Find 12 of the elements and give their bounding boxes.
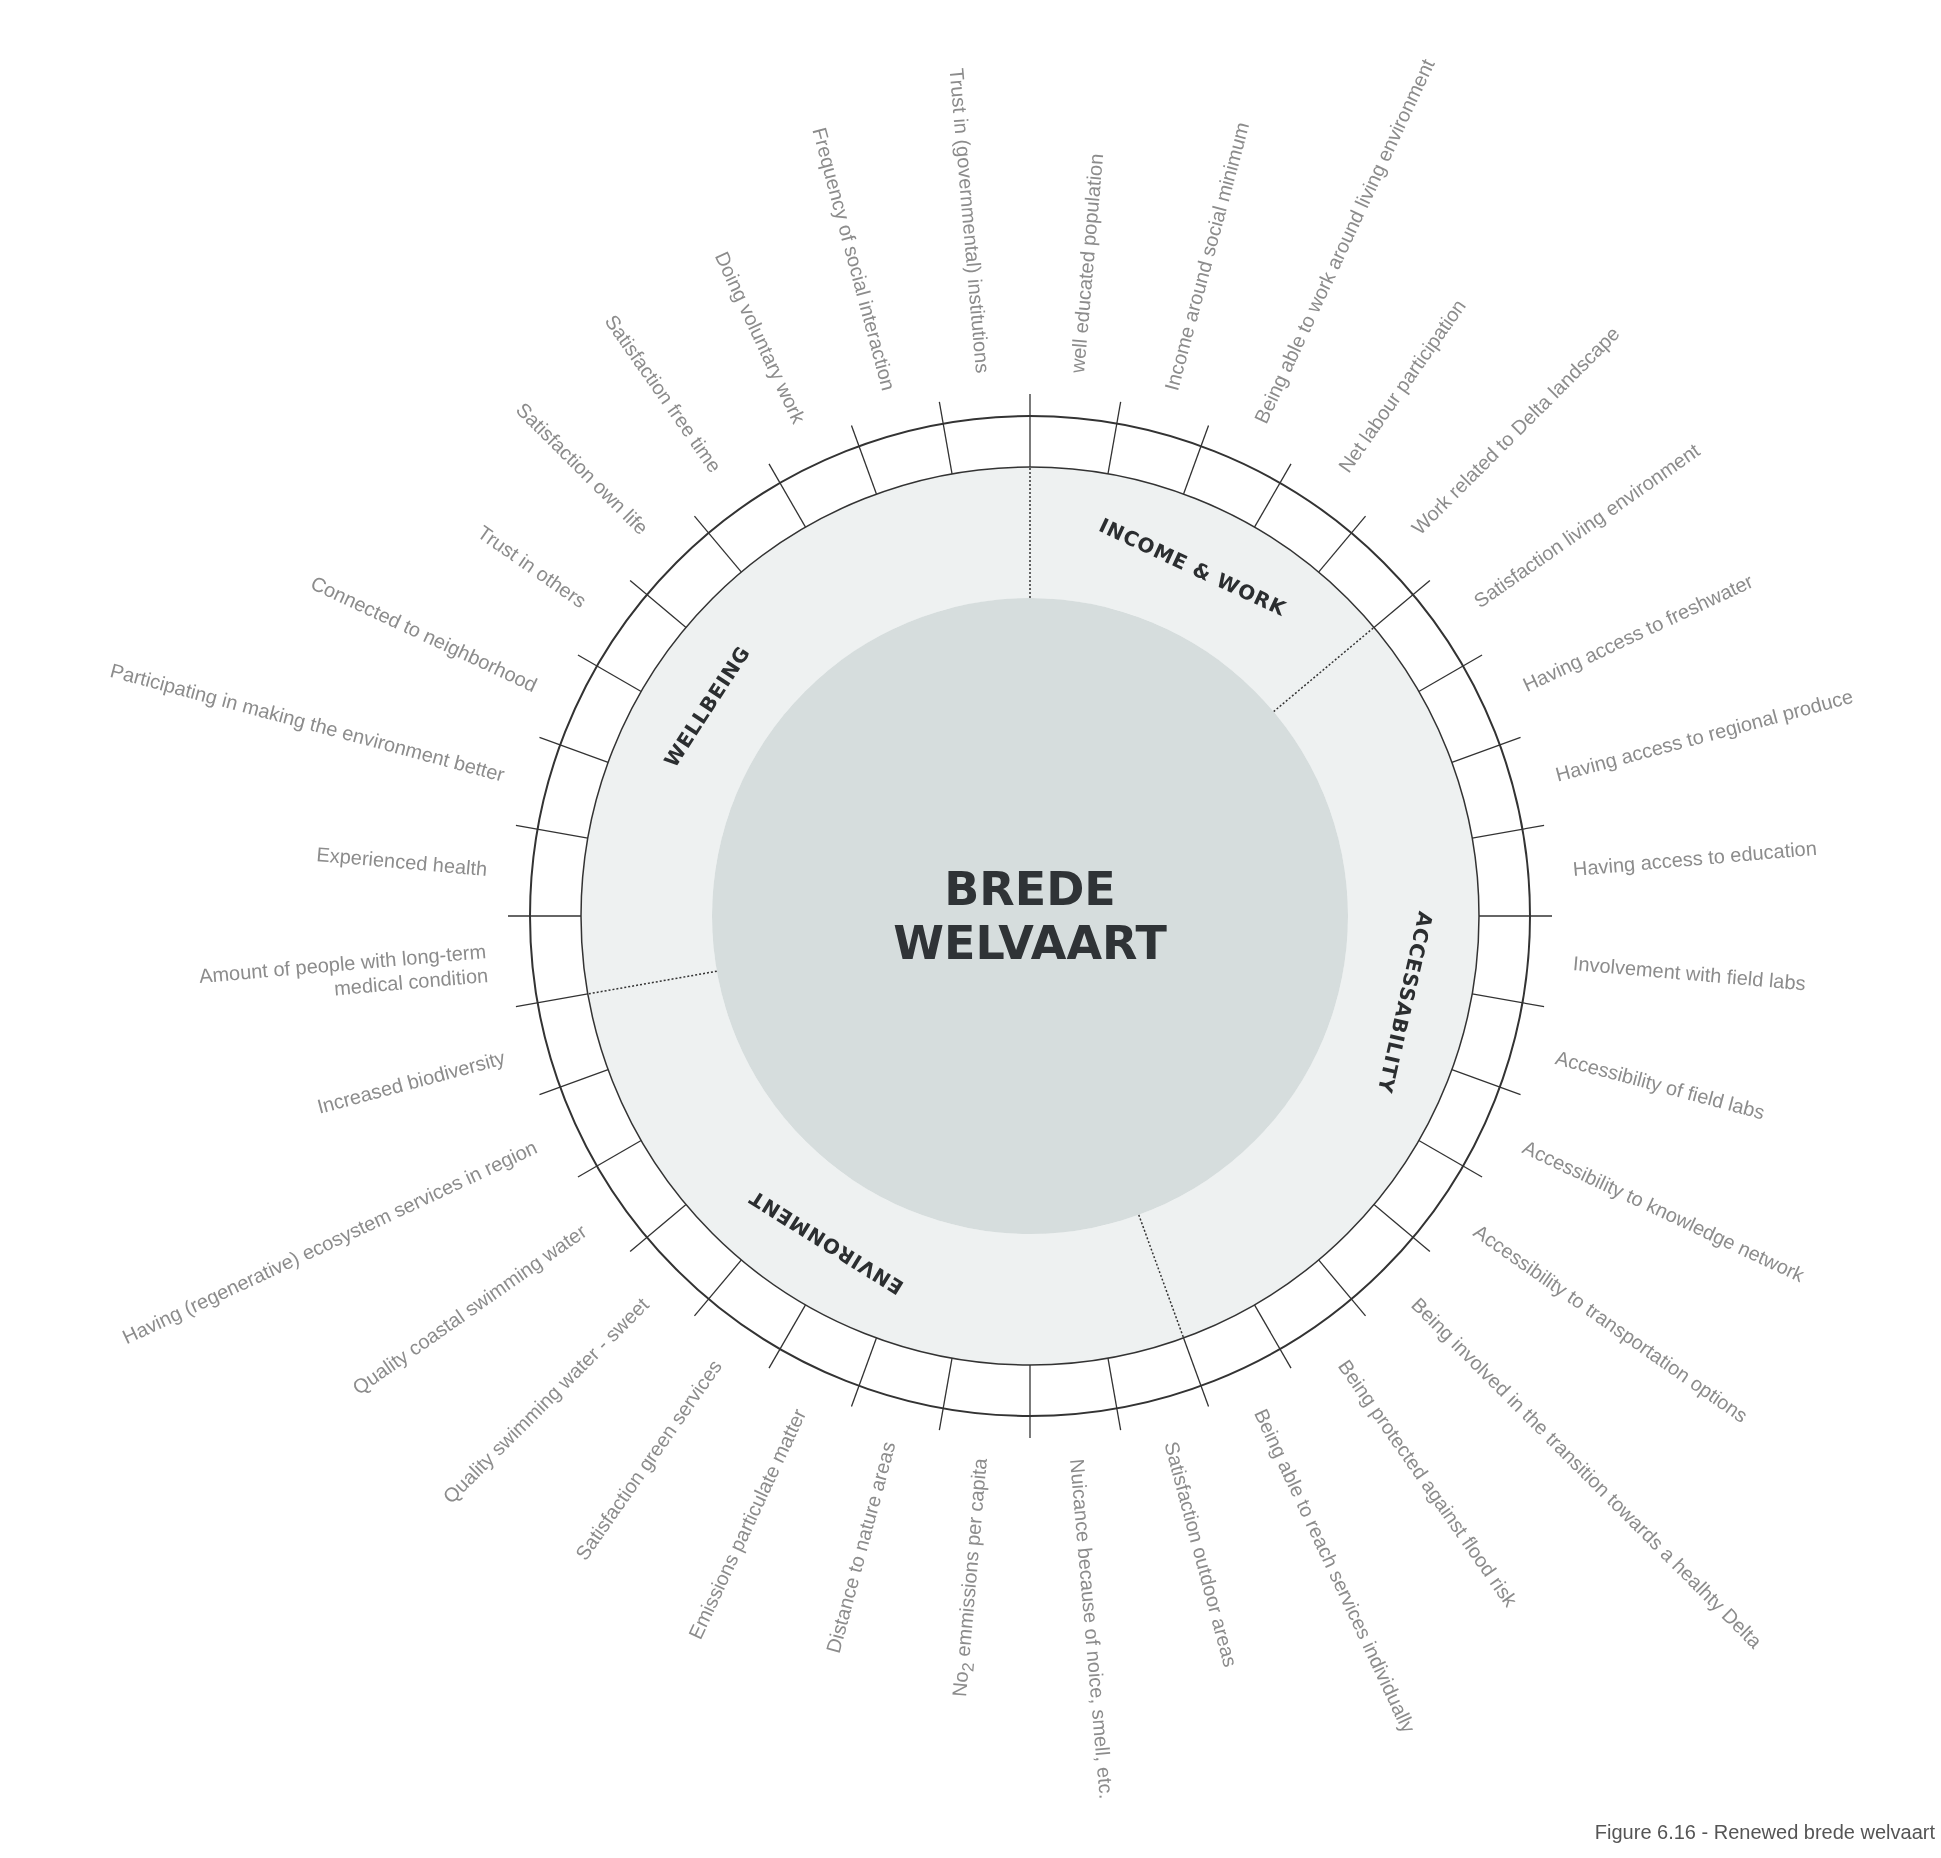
indicator-label: Having access to regional produce [1553,684,1856,787]
indicator-label: Amount of people with long-term medical condition [197,939,490,1002]
figure-caption: Figure 6.16 - Renewed brede welvaart [1594,1821,1935,1844]
indicator-label: well educated population [1065,152,1109,375]
indicator-label: Income around social minimum [1159,119,1254,393]
indicator-label: Experienced health [315,841,489,881]
indicator-label: Trust in (governmental) institutions [943,67,995,375]
center-title: BREDE WELVAART [892,862,1168,970]
indicator-label: Involvement with field labs [1571,951,1807,996]
indicator-label: Nuicance because of noice, smell, etc. [1065,1457,1120,1800]
indicator-label: Having access to education [1571,835,1818,881]
indicator-label: Distance to nature areas [820,1439,901,1656]
